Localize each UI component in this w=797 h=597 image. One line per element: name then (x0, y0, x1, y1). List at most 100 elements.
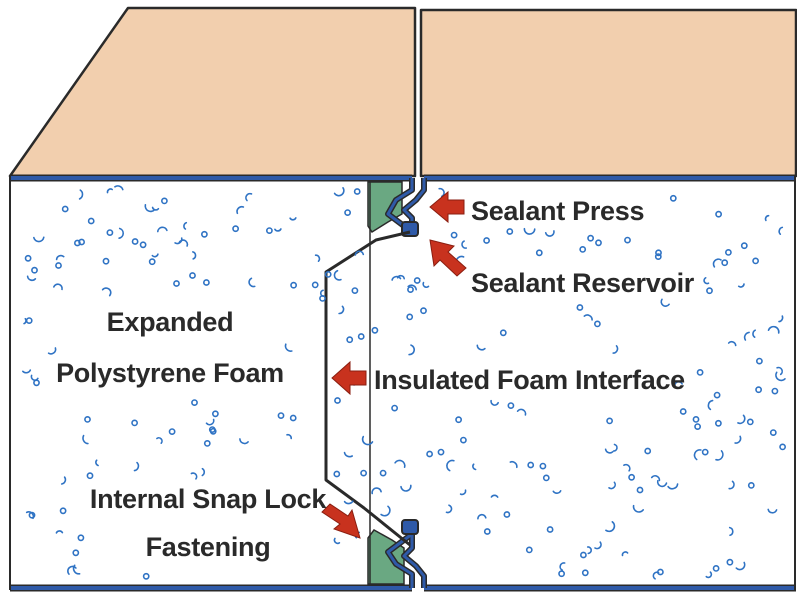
foam-bead-arc (461, 240, 467, 249)
foam-interface-arrow (331, 360, 367, 396)
foam-bead (576, 304, 584, 311)
foam-bead-arc (667, 483, 679, 490)
foam-bead (507, 402, 515, 409)
foam-bead (211, 410, 219, 418)
foam-bead (503, 511, 511, 518)
foam-bead (535, 249, 543, 257)
foam-bead-arc (205, 418, 215, 426)
foam-bead-arc (737, 283, 745, 288)
foam-bead-arc (728, 526, 734, 537)
sealant-reservoir-label: Sealant Reservoir (471, 268, 695, 298)
foam-bead (391, 404, 398, 412)
foam-bead (407, 286, 414, 293)
foam-bead (624, 236, 631, 244)
foam-bead-arc (693, 449, 702, 461)
foam-bead (379, 469, 387, 477)
sealant-reservoir-arrow (429, 239, 467, 277)
foam-bead-arc (775, 371, 786, 382)
foam-bead (636, 486, 644, 494)
foam-bead (455, 416, 462, 424)
insulated-foam-interface-label: Insulated Foam Interface (374, 365, 685, 395)
foam-bead (606, 417, 613, 425)
foam-bead-arc (380, 505, 391, 517)
foam-bead (725, 248, 732, 256)
foam-bead (558, 570, 565, 578)
foam-bead-arc (632, 504, 644, 513)
foam-bead (106, 229, 114, 236)
foam-bead-arc (286, 433, 292, 440)
foam-bead (483, 237, 490, 244)
foam-bead (644, 447, 652, 455)
foam-bead-arc (343, 451, 353, 458)
foam-bead (752, 257, 759, 265)
foam-bead-arc (157, 226, 168, 233)
foam-bead-arc (734, 435, 742, 444)
foam-bead-arc (743, 331, 750, 341)
foam-bead-arc (776, 366, 783, 376)
foam-bead-arc (660, 298, 670, 307)
foam-bead-arc (118, 227, 125, 239)
foam-bead-arc (705, 571, 713, 579)
foam-bead-arc (394, 459, 406, 468)
foam-bead-arc (284, 343, 293, 352)
foam-bead (148, 258, 156, 266)
foam-bead (72, 549, 80, 557)
foam-bead-arc (523, 227, 536, 235)
foam-bead (131, 238, 139, 245)
foam-bead-arc (407, 284, 417, 291)
left-foam-core (10, 178, 370, 588)
foam-bead-arc (715, 450, 724, 461)
foam-bead-arc (516, 408, 527, 416)
foam-bead-arc (151, 206, 160, 211)
foam-bead (546, 526, 554, 533)
foam-bead (771, 387, 779, 395)
foam-bead (139, 241, 147, 249)
foam-bead (25, 317, 33, 324)
foam-bead (712, 565, 720, 572)
snap-lock-label-line2: Fastening (146, 532, 271, 562)
expanded-foam-label-line1: Expanded (107, 307, 234, 337)
foam-bead-arc (67, 565, 77, 575)
foam-bead (692, 415, 700, 423)
foam-bead (450, 231, 458, 239)
foam-bead (506, 228, 514, 235)
foam-bead-arc (95, 459, 99, 467)
foam-bead (696, 368, 704, 376)
left-panel-top-surface (8, 6, 417, 178)
foam-bead-arc (239, 438, 249, 445)
foam-bead (142, 572, 150, 580)
foam-bead-arc (737, 414, 746, 425)
foam-bead-arc (333, 269, 342, 281)
foam-bead (265, 227, 273, 234)
foam-bead (654, 253, 662, 260)
foam-bead (202, 279, 210, 286)
foam-bead (437, 448, 445, 456)
foam-bead (721, 259, 729, 267)
right-foam-core (326, 178, 796, 588)
foam-bead (74, 239, 81, 247)
foam-bead-arc (459, 489, 467, 496)
sealant-lower (367, 529, 405, 585)
foam-bead (406, 313, 414, 321)
foam-bead-arc (728, 480, 735, 490)
foam-bead (334, 397, 341, 404)
foam-bead-arc (438, 187, 445, 198)
foam-bead-arc (114, 185, 124, 191)
foam-bead (77, 534, 85, 542)
foam-bead (324, 270, 332, 278)
foam-bead (31, 266, 38, 274)
foam-bead-arc (289, 217, 297, 221)
foam-bead-arc (552, 490, 562, 494)
foam-bead-arc (586, 546, 592, 555)
foam-bead (746, 418, 754, 426)
foam-bead (84, 415, 91, 423)
foam-bead-arc (133, 461, 140, 472)
foam-beads (22, 185, 786, 580)
foam-bead (679, 408, 687, 415)
foam-bead-arc (778, 226, 784, 235)
foam-bead-arc (30, 374, 39, 381)
foam-bead (102, 257, 110, 265)
foam-bead-arc (778, 315, 784, 323)
foam-bead (311, 281, 319, 289)
